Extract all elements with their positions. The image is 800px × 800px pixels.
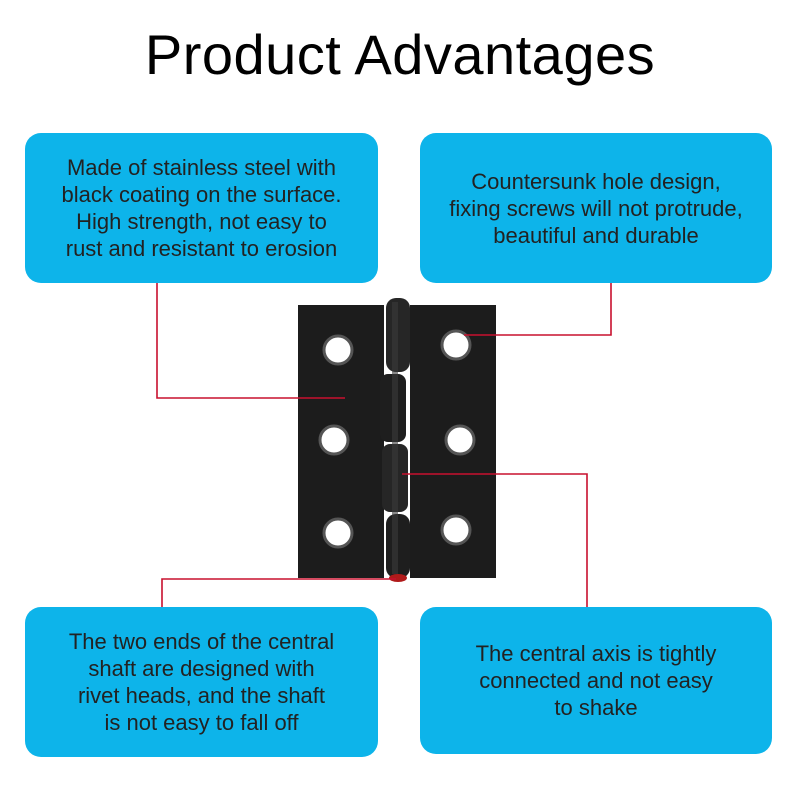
black-hinge-icon: [298, 298, 496, 582]
callout-material: Made of stainless steel with black coati…: [25, 133, 378, 283]
screw-hole: [444, 424, 476, 456]
callout-line: rivet heads, and the shaft: [77, 683, 326, 708]
callout-line: fixing screws will not protrude,: [449, 195, 743, 221]
page-title: Product Advantages: [144, 23, 656, 86]
hinge-pin-highlight: [392, 302, 398, 574]
callout-central-axis: The central axis is tightly connected an…: [420, 607, 772, 754]
leader-lines: [156, 283, 612, 607]
leader-line-countersunk: [464, 283, 612, 336]
screw-hole: [318, 424, 350, 456]
callout-line: The two ends of the central: [68, 629, 335, 654]
screw-hole: [440, 514, 472, 546]
callout-line: is not easy to fall off: [104, 710, 299, 735]
callout-line: shaft are designed with: [88, 656, 315, 681]
callout-countersunk: Countersunk hole design, fixing screws w…: [420, 133, 772, 283]
callout-line: beautiful and durable: [493, 222, 699, 248]
screw-hole: [322, 334, 354, 366]
callout-line: rust and resistant to erosion: [65, 236, 338, 261]
callout-line: Made of stainless steel with: [66, 155, 337, 180]
leader-line-rivet: [161, 578, 396, 607]
screw-hole: [322, 517, 354, 549]
leader-line-material: [156, 283, 345, 399]
callout-line: The central axis is tightly: [475, 641, 717, 666]
callout-line: connected and not easy: [479, 668, 713, 693]
callout-line: Countersunk hole design,: [471, 168, 721, 194]
callout-rivet-heads: The two ends of the central shaft are de…: [25, 607, 378, 757]
callout-line: High strength, not easy to: [76, 209, 327, 234]
rivet-head: [389, 574, 407, 582]
screw-hole: [440, 329, 472, 361]
leader-line-axis: [402, 473, 588, 607]
callout-line: to shake: [554, 695, 638, 720]
callout-line: black coating on the surface.: [61, 182, 342, 207]
